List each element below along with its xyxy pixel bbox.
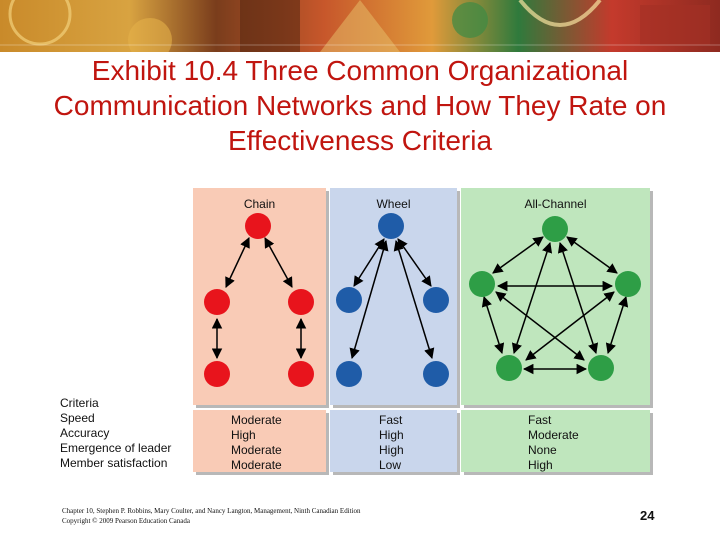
- all-channel-header: All-Channel: [524, 197, 587, 211]
- chain-header: Chain: [243, 197, 276, 211]
- wheel-edge: [393, 239, 435, 360]
- wheel-node: [336, 361, 362, 387]
- wheel-speed: Fast: [379, 413, 403, 427]
- all-channel-leader: None: [528, 443, 557, 457]
- wheel-node: [378, 213, 404, 239]
- all-channel-edge: [492, 236, 544, 274]
- chain-node: [288, 289, 314, 315]
- all-channel-node: [542, 216, 568, 242]
- criteria-leader: Emergence of leader: [60, 441, 172, 455]
- all-channel-accuracy: Moderate: [528, 428, 579, 442]
- all-channel-edge: [557, 242, 599, 354]
- chain-values-panel: [193, 410, 326, 472]
- banner-pattern-icon: [0, 0, 720, 52]
- all-channel-edge: [525, 291, 615, 361]
- wheel-accuracy: High: [379, 428, 404, 442]
- all-channel-node: [615, 271, 641, 297]
- decorative-banner: [0, 0, 720, 52]
- wheel-satisfaction: Low: [379, 458, 402, 472]
- all-channel-satisfaction: High: [528, 458, 553, 472]
- all-channel-node: [588, 355, 614, 381]
- footer-line-1: Chapter 10, Stephen P. Robbins, Mary Cou…: [62, 507, 361, 515]
- all-channel-node: [496, 355, 522, 381]
- all-channel-edge: [605, 296, 629, 354]
- wheel-node: [423, 287, 449, 313]
- chain-satisfaction: Moderate: [231, 458, 282, 472]
- wheel-values-panel: [330, 410, 457, 472]
- page-number: 24: [640, 508, 655, 523]
- chain-node: [204, 361, 230, 387]
- chain-edge: [225, 237, 250, 288]
- chain-edge: [264, 237, 293, 288]
- footer-citation: Chapter 10, Stephen P. Robbins, Mary Cou…: [62, 506, 361, 526]
- wheel-edge: [349, 239, 389, 360]
- chain-edges: [211, 237, 307, 360]
- footer-line-2: Copyright © 2009 Pearson Education Canad…: [62, 517, 190, 525]
- chain-ratings: Moderate High Moderate Moderate: [231, 413, 282, 473]
- all-channel-values-panel: [461, 410, 650, 472]
- wheel-leader: High: [379, 443, 404, 457]
- all-channel-edge: [511, 242, 553, 354]
- chain-speed: Moderate: [231, 413, 282, 427]
- chain-nodes: [204, 213, 314, 387]
- all-channel-nodes: [469, 216, 641, 381]
- all-channel-edge: [481, 296, 505, 354]
- chain-node: [204, 289, 230, 315]
- all-channel-node: [469, 271, 495, 297]
- wheel-node: [336, 287, 362, 313]
- chain-leader: Moderate: [231, 443, 282, 457]
- wheel-nodes: [336, 213, 449, 387]
- chain-accuracy: High: [231, 428, 256, 442]
- criteria-satisfaction: Member satisfaction: [60, 456, 168, 470]
- slide-title: Exhibit 10.4 Three Common Organizational…: [53, 55, 667, 156]
- all-channel-ratings: Fast Moderate None High: [528, 413, 579, 473]
- criteria-accuracy: Accuracy: [60, 426, 110, 440]
- wheel-node: [423, 361, 449, 387]
- all-channel-speed: Fast: [528, 413, 552, 427]
- wheel-header: Wheel: [376, 197, 411, 211]
- criteria-speed: Speed: [60, 411, 95, 425]
- wheel-ratings: Fast High High Low: [379, 413, 404, 473]
- all-channel-edges: [481, 236, 629, 375]
- wheel-edges: [349, 238, 435, 360]
- criteria-list: Criteria Speed Accuracy Emergence of lea…: [60, 396, 171, 471]
- chain-node: [245, 213, 271, 239]
- chain-node: [288, 361, 314, 387]
- criteria-heading: Criteria: [60, 396, 99, 410]
- all-channel-edge: [566, 236, 618, 274]
